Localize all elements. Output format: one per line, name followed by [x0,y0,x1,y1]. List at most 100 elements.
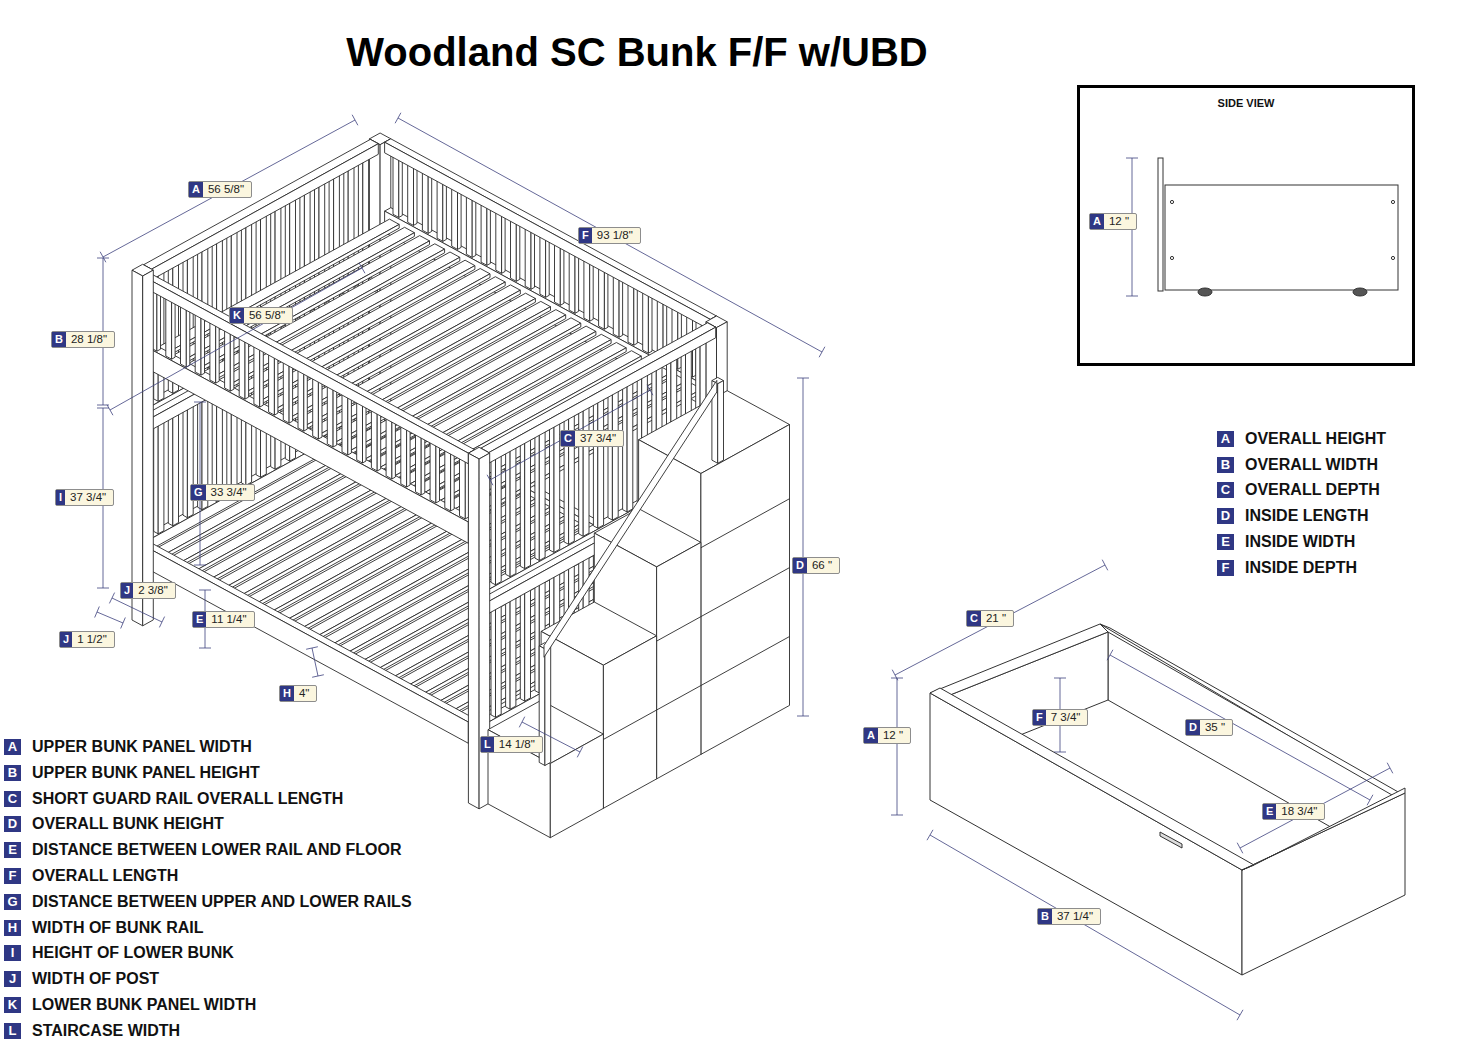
dimension-callout: J1 1/2" [59,631,115,648]
key-entry: BUPPER BUNK PANEL HEIGHT [4,764,260,782]
dimension-line [112,598,162,622]
frame-face [496,212,502,273]
frame-face [414,165,418,225]
stair-shelf [701,499,790,548]
dimension-tick [395,113,401,124]
frame-face [452,188,458,250]
frame-face [173,414,179,526]
diagram-title: Woodland SC Bunk F/F w/UBD [346,30,927,75]
frame-face [348,395,352,455]
dimension-tick [199,648,211,649]
key-description: SHORT GUARD RAIL OVERALL LENGTH [32,790,343,808]
key-entry: EDISTANCE BETWEEN LOWER RAIL AND FLOOR [4,841,401,859]
frame-face [443,181,447,241]
frame-face [393,156,399,217]
frame-face [371,410,377,472]
dimension-letter: K [230,308,244,323]
dimension-line [1240,768,1390,848]
frame-face [342,394,348,455]
drawer-face [930,688,1254,870]
dimension-tick [107,405,113,415]
dimension-value: 12 " [1104,214,1136,229]
dimension-tick [519,717,525,728]
dimension-tick [121,617,126,628]
frame-face [535,582,539,693]
key-description: INSIDE LENGTH [1245,507,1369,525]
frame-face [143,276,469,464]
dimension-tick [797,378,809,379]
dimension-tick [1367,795,1373,805]
dimension-callout: E18 3/4" [1262,803,1325,820]
view-heading: SIDE VIEW [1080,97,1412,109]
stair-shelf [657,617,701,642]
dimension-value: 21 " [981,611,1013,626]
dimension-letter: C [967,611,981,626]
frame-face [468,453,479,809]
frame-face [623,382,628,512]
dimension-tick [352,115,358,126]
bed-frame [132,133,790,838]
dimension-letter: E [193,612,206,627]
dimension-value: 93 1/8" [592,228,640,243]
key-letter: I [4,945,21,961]
dimension-value: 14 1/8" [494,737,542,752]
frame-face [550,423,555,553]
frame-face [245,339,249,399]
key-letter: B [1217,457,1234,473]
frame-face [298,370,304,432]
key-letter: L [4,1023,21,1039]
key-description: DISTANCE BETWEEN UPPER AND LOWER RAILS [32,893,412,911]
frame-face [168,415,173,526]
dimension-letter: A [1090,214,1104,229]
drawer-side-view [1158,158,1398,296]
key-description: UPPER BUNK PANEL WIDTH [32,738,252,756]
frame-face [590,261,594,321]
frame-face [599,268,605,329]
frame-face [575,253,579,313]
dimension-callout: C21 " [966,610,1014,627]
dimension-letter: J [121,583,133,598]
frame-face [491,606,496,717]
dimension-callout: D35 " [1185,719,1233,736]
key-entry: COVERALL DEPTH [1217,481,1380,499]
frame-face [593,399,597,529]
key-letter: F [1217,560,1234,576]
key-description: OVERALL LENGTH [32,867,178,885]
frame-face [460,458,466,519]
key-description: OVERALL BUNK HEIGHT [32,815,224,833]
dimension-tick [1054,678,1066,679]
dimension-callout: H4" [279,685,317,702]
key-letter: A [1217,431,1234,447]
frame-face [407,427,411,487]
frame-face [458,189,462,249]
frame-face [132,270,143,626]
dimension-callout: A12 " [863,727,911,744]
frame-face [546,237,550,297]
dimension-line [895,565,1105,675]
frame-face [143,542,475,723]
dimension-line [897,678,898,815]
key-entry: KLOWER BUNK PANEL WIDTH [4,996,256,1014]
drawer-illustration [930,624,1405,975]
frame-face [181,306,187,368]
key-entry: HWIDTH OF BUNK RAIL [4,919,204,937]
frame-face [386,418,392,480]
frame-face [451,451,455,511]
dimension-callout: B37 1/4" [1037,908,1101,925]
dimension-callout: A56 5/8" [188,181,252,198]
key-description: LOWER BUNK PANEL WIDTH [32,996,256,1014]
frame-face [516,221,520,281]
frame-face [545,646,551,766]
frame-face [143,273,475,454]
frame-face [283,362,289,424]
frame-face [481,204,487,265]
frame-face [430,442,436,503]
dimension-tick [109,593,114,604]
frame-face [520,590,524,701]
dimension-tick [1237,1010,1243,1020]
frame-face [604,269,608,329]
frame-face [154,423,159,534]
frame-face [327,386,333,447]
key-entry: LSTAIRCASE WIDTH [4,1022,180,1040]
